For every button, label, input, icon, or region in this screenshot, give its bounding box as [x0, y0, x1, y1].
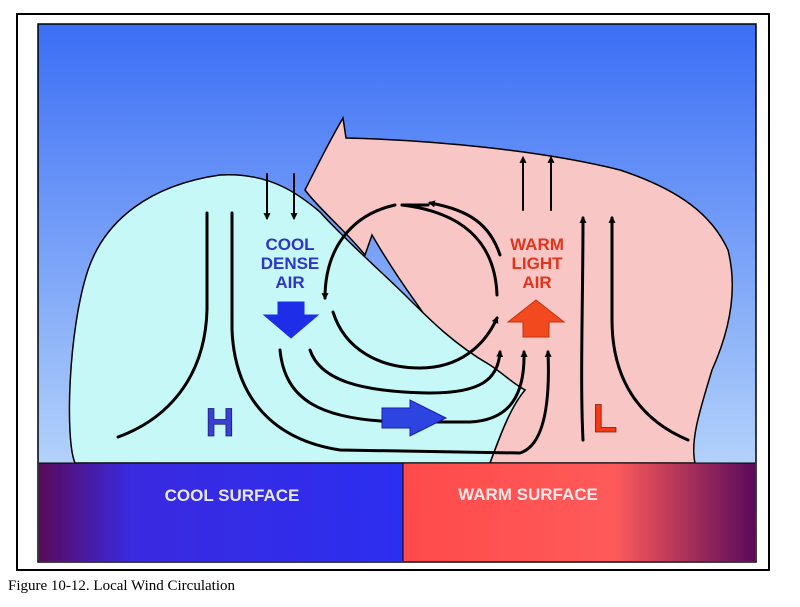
cool-air-label-line-2: DENSE — [261, 254, 320, 273]
warm-air-label-line-1: WARM — [510, 235, 564, 254]
high-divergence-left — [116, 211, 209, 439]
rising-big-arrow — [506, 299, 566, 338]
cool-surface-label: COOL SURFACE — [165, 486, 300, 505]
cool-air-label-line-3: AIR — [275, 273, 304, 292]
cool-surface — [39, 463, 403, 561]
surface-wind-arrow — [381, 399, 448, 437]
low-convergence-right — [608, 215, 690, 442]
loop-bottom — [331, 310, 499, 370]
cool-air-label-line-1: COOL — [265, 235, 314, 254]
high-divergence-right — [230, 211, 552, 455]
loop-left — [321, 203, 397, 301]
loop-top-right — [427, 200, 502, 257]
warm-air-label-line-3: AIR — [522, 273, 551, 292]
low-pressure-label: L — [593, 397, 617, 441]
warm-surface-label: WARM SURFACE — [458, 485, 598, 504]
high-pressure-label: H — [206, 401, 235, 445]
figure-caption: Figure 10-12. Local Wind Circulation — [8, 578, 235, 594]
warm-air-label-line-2: LIGHT — [512, 254, 564, 273]
flow-inner-2 — [308, 348, 504, 395]
sinking-big-arrow — [262, 301, 320, 339]
warm-air-label: WARM LIGHT AIR — [510, 235, 564, 292]
loop-right — [400, 203, 499, 297]
warm-surface — [403, 463, 755, 561]
local-wind-circulation-diagram: COOL DENSE AIR WARM LIGHT AIR H L COOL S… — [16, 13, 770, 571]
cool-air-label: COOL DENSE AIR — [261, 235, 320, 292]
low-convergence-left — [579, 215, 587, 442]
